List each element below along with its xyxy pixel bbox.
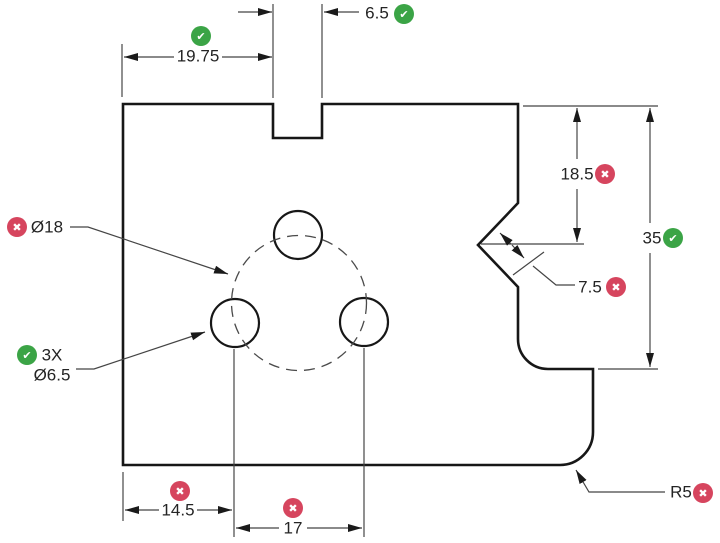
dim-label-hole-count: 3X: [39, 345, 65, 365]
dimension-lines: [124, 7, 654, 532]
status-badge-overall-height: ✔: [663, 228, 683, 248]
bolt-circle-dashed: [230, 234, 368, 372]
status-badge-corner-radius: ✖: [693, 483, 713, 503]
dim-label-notch-depth: 18.5: [558, 164, 596, 184]
dim-label-corner-radius: R5: [668, 482, 694, 502]
part-outline: [121, 102, 595, 467]
dim-label-overall-height: 35: [640, 228, 664, 248]
status-badge-notch-depth: ✖: [595, 164, 615, 184]
dim-label-slot-width: 6.5: [363, 3, 391, 23]
dim-label-bolt-circle: Ø18: [28, 217, 66, 237]
status-badge-hole-spacing: ✖: [283, 498, 303, 518]
status-badge-bolt-circle: ✖: [7, 217, 27, 237]
status-badge-slot-width: ✔: [394, 4, 414, 24]
extension-lines: [121, 4, 658, 537]
status-badge-chamfer: ✖: [606, 277, 626, 297]
dim-label-hole-offset: 14.5: [159, 500, 197, 520]
hole-bottom-left: [209, 297, 261, 349]
dim-label-hole-spacing: 17: [281, 518, 305, 538]
dim-label-chamfer: 7.5: [576, 277, 604, 297]
dim-label-hole-diameter: Ø6.5: [31, 365, 73, 385]
status-badge-hole-offset: ✖: [170, 481, 190, 501]
leader-lines: [70, 226, 665, 493]
dim-label-slot-position: 19.75: [174, 46, 222, 66]
status-badge-holes: ✔: [17, 345, 37, 365]
status-badge-slot-position: ✔: [191, 26, 211, 46]
